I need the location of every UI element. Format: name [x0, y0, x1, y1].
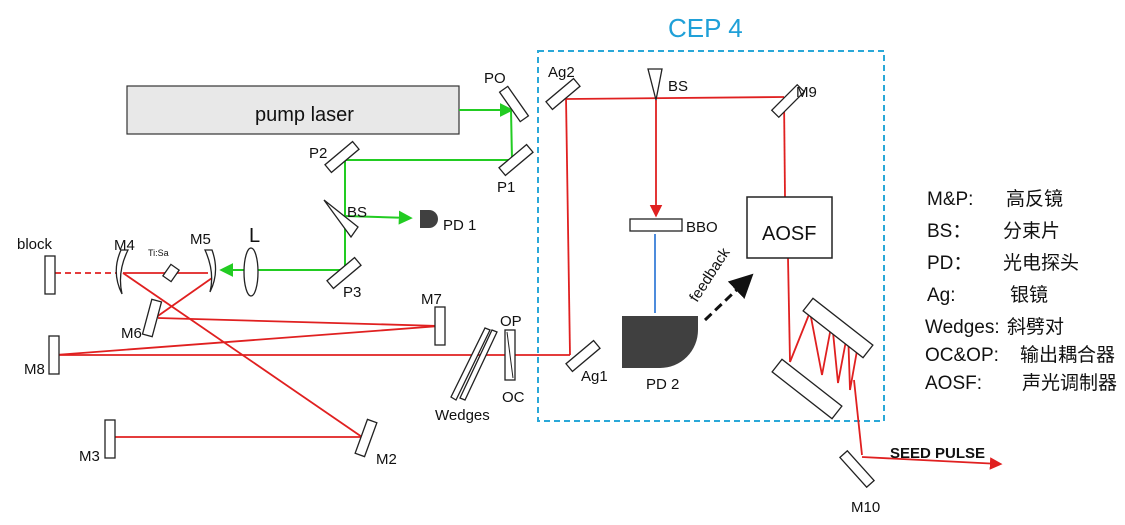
lens-l	[243, 247, 259, 297]
label-l: L	[249, 225, 260, 247]
multipass-mirror-top	[802, 297, 874, 359]
mirror-m4	[115, 249, 130, 295]
legend-value-1: 分束片	[1003, 220, 1060, 242]
mirror-m2	[354, 418, 378, 458]
mirror-m9	[770, 83, 806, 119]
mirror-p3	[326, 256, 362, 290]
label-m8: M8	[24, 361, 45, 378]
bbo-crystal	[629, 218, 683, 232]
feedback-arrow	[703, 273, 754, 322]
mirror-p1	[498, 143, 534, 177]
mirror-m5	[203, 249, 217, 293]
seed-pulse-label: SEED PULSE	[890, 445, 985, 462]
photodetector-pd1	[420, 210, 438, 228]
mirror-po	[498, 85, 530, 123]
legend-value-2: 光电探头	[1003, 252, 1079, 274]
mirror-m10	[838, 449, 876, 489]
mirror-m7	[434, 306, 446, 346]
legend: M&P: 高反镜 BS： 分束片 PD： 光电探头 Ag: 银镜 Wedges:…	[925, 188, 1117, 394]
label-bs-green: BS	[347, 204, 367, 221]
label-block: block	[17, 236, 53, 253]
cep-box	[537, 50, 885, 422]
legend-key-1: BS：	[927, 221, 971, 242]
pump-laser-box	[126, 85, 460, 135]
label-m3: M3	[79, 448, 100, 465]
label-pd1: PD 1	[443, 217, 476, 234]
beamsplitter-green	[323, 199, 359, 239]
feedback-label: feedback	[686, 244, 734, 305]
wedge-1	[450, 327, 491, 401]
label-m9: M9	[796, 84, 817, 101]
label-m10: M10	[851, 499, 880, 516]
legend-key-6: AOSF:	[925, 373, 982, 394]
aosf-box	[746, 196, 833, 259]
multipass-mirror-bottom	[771, 358, 843, 420]
legend-key-0: M&P:	[927, 189, 973, 210]
legend-value-0: 高反镜	[1006, 188, 1063, 210]
label-m7: M7	[421, 291, 442, 308]
mirror-ag1	[565, 339, 601, 373]
label-ag2: Ag2	[548, 64, 575, 81]
label-oc: OC	[502, 389, 525, 406]
legend-key-5: OC&OP:	[925, 345, 999, 366]
label-tisa: Ti:Sa	[148, 248, 169, 258]
label-p2: P2	[309, 145, 327, 162]
beamsplitter-cep	[647, 68, 663, 101]
tisa-crystal	[161, 263, 181, 283]
aosf-label: AOSF	[762, 223, 816, 245]
label-wedges: Wedges	[435, 407, 490, 424]
output-coupler-diagonal	[506, 331, 514, 379]
legend-value-4: 斜劈对	[1007, 316, 1064, 338]
label-m5: M5	[190, 231, 211, 248]
mirror-m3	[104, 419, 116, 459]
legend-value-3: 银镜	[1010, 284, 1048, 306]
legend-value-5: 输出耦合器	[1020, 344, 1115, 366]
legend-value-6: 声光调制器	[1022, 372, 1117, 394]
mirror-p2	[324, 140, 360, 174]
beam-block	[44, 255, 56, 295]
photodetector-pd2	[622, 316, 698, 368]
pump-laser-label: pump laser	[255, 104, 354, 126]
label-m2: M2	[376, 451, 397, 468]
label-ag1: Ag1	[581, 368, 608, 385]
label-bbo: BBO	[686, 219, 718, 236]
label-m4: M4	[114, 237, 135, 254]
mirror-ag2	[545, 77, 581, 111]
green-beam	[219, 103, 514, 277]
mirror-m6	[141, 298, 163, 338]
cep-title: CEP 4	[668, 13, 743, 43]
label-op: OP	[500, 313, 522, 330]
label-po: PO	[484, 70, 506, 87]
legend-key-2: PD：	[927, 253, 972, 274]
label-pd2: PD 2	[646, 376, 679, 393]
legend-key-4: Wedges:	[925, 317, 1000, 338]
wedge-2	[459, 329, 498, 401]
label-m6: M6	[121, 325, 142, 342]
label-p1: P1	[497, 179, 515, 196]
mirror-m8	[48, 335, 60, 375]
legend-key-3: Ag:	[927, 285, 956, 306]
label-bs-cep: BS	[668, 78, 688, 95]
label-p3: P3	[343, 284, 361, 301]
